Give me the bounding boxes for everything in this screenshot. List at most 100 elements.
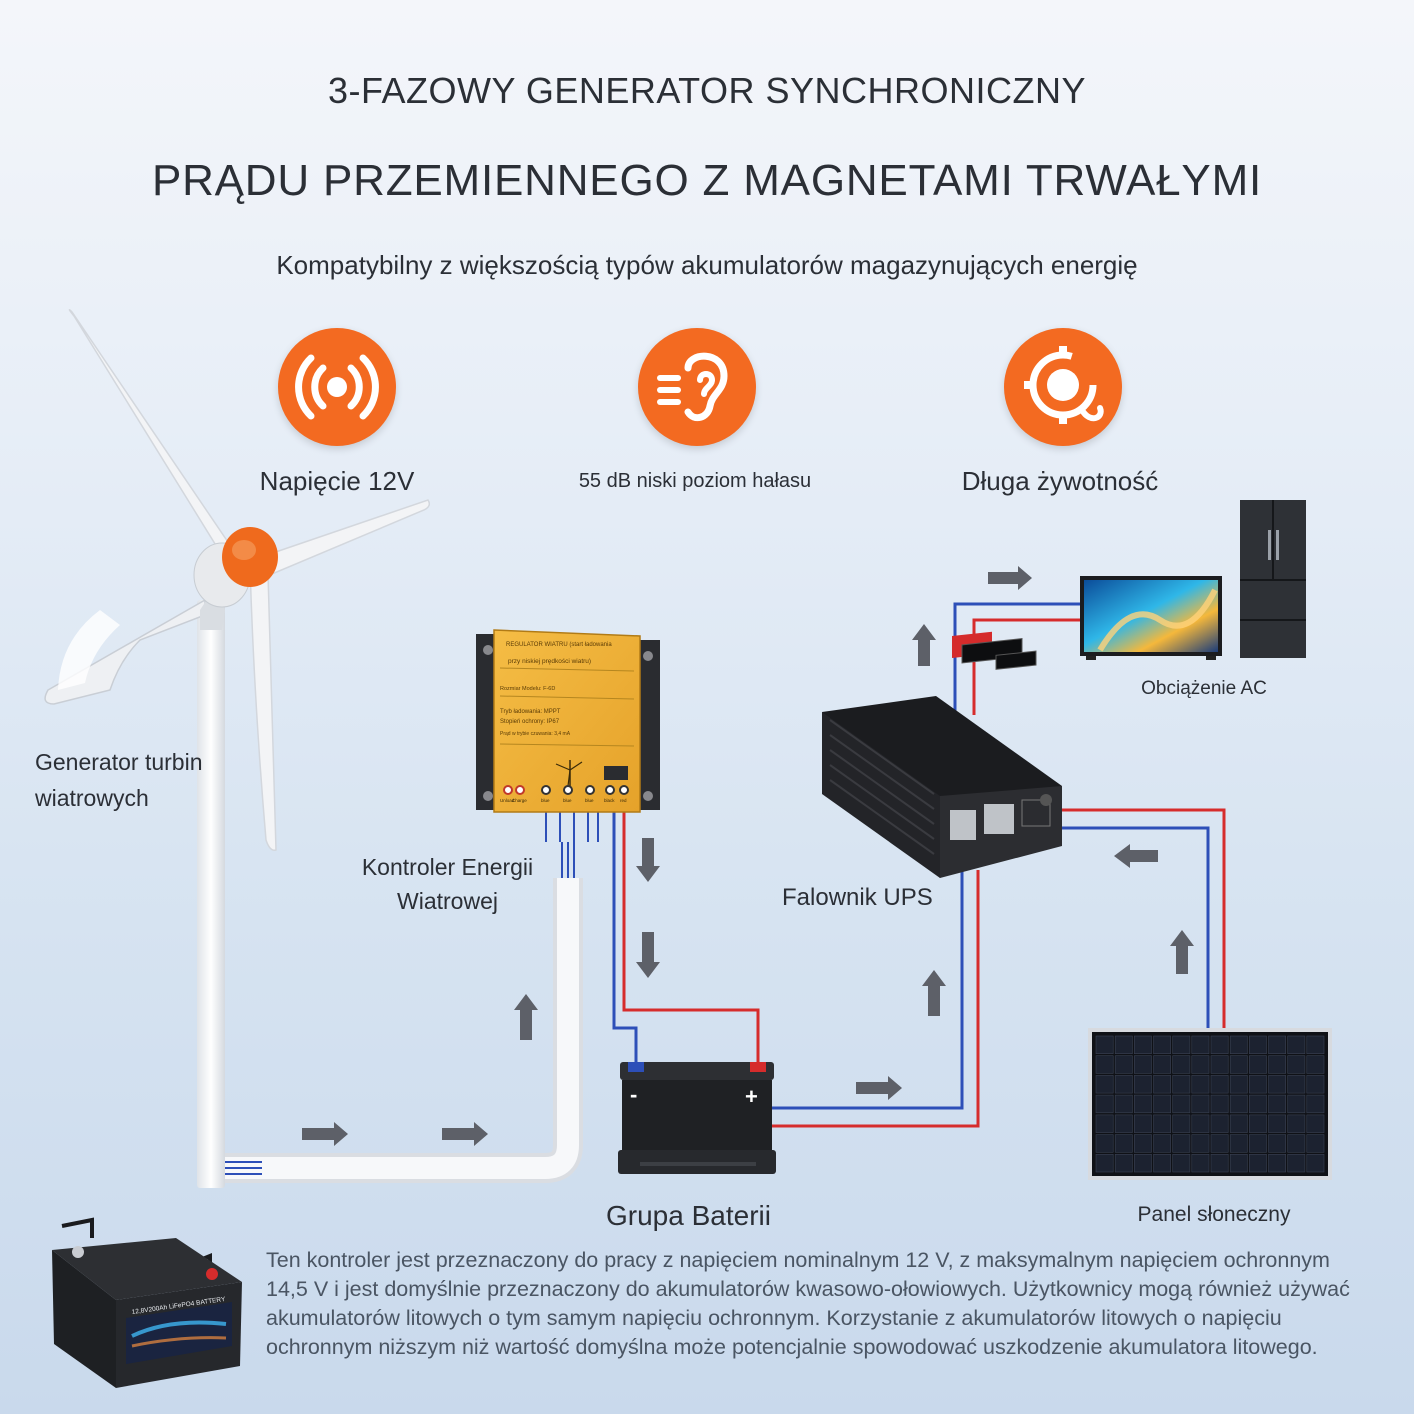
solar-cell	[1095, 1094, 1114, 1114]
solar-cell	[1210, 1035, 1229, 1055]
controller-label-line-2: Wiatrowej	[397, 888, 498, 914]
solar-cell	[1191, 1035, 1210, 1055]
solar-cell	[1172, 1035, 1191, 1055]
solar-cell	[1095, 1035, 1114, 1055]
battery-minus-mark: -	[630, 1082, 637, 1107]
sound-waves-icon	[278, 328, 396, 446]
solar-cell	[1114, 1154, 1133, 1173]
solar-cell	[1306, 1134, 1325, 1153]
solar-cell	[1095, 1114, 1114, 1133]
controller-term-blue-2: blue	[563, 798, 572, 803]
controller-text-1: REGULATOR WIATRU (start ładowania	[506, 642, 612, 648]
arrow-right-1	[302, 1122, 348, 1146]
solar-cell	[1153, 1154, 1172, 1173]
solar-cell	[1114, 1114, 1133, 1133]
solar-cells	[1095, 1035, 1325, 1173]
solar-label: Panel słoneczny	[1137, 1203, 1291, 1226]
feature-noise-label: 55 dB niski poziom hałasu	[578, 470, 812, 492]
solar-cell	[1306, 1055, 1325, 1074]
arrow-right-battery	[856, 1076, 902, 1100]
solar-cell	[1153, 1094, 1172, 1114]
arrow-down-2	[636, 932, 660, 978]
arrow-right-load	[988, 566, 1032, 590]
controller-term-blue-1: blue	[541, 798, 550, 803]
battery-inverter-wires	[772, 860, 980, 1128]
solar-cell	[1172, 1075, 1191, 1094]
solar-cell	[1306, 1075, 1325, 1094]
solar-cell	[1210, 1075, 1229, 1094]
solar-cell	[1287, 1094, 1306, 1114]
wind-controller: REGULATOR WIATRU (start ładowania przy n…	[476, 629, 660, 813]
solar-cell	[1153, 1075, 1172, 1094]
solar-cell	[1210, 1154, 1229, 1173]
solar-cell	[1191, 1154, 1210, 1173]
controller-text-4: Tryb ładowania: MPPT	[500, 709, 561, 715]
controller-text-3: Rozmiar Modelu: F-6D	[500, 686, 555, 692]
controller-label-line-1: Kontroler Energii	[361, 854, 534, 880]
controller-term-unload: Unload	[500, 798, 515, 803]
ear-icon	[638, 328, 756, 446]
solar-cell	[1287, 1035, 1306, 1055]
solar-cell	[1153, 1134, 1172, 1153]
gear-lifetime-icon	[1004, 328, 1122, 446]
controller-battery-wires	[545, 812, 760, 1064]
solar-cell	[1249, 1035, 1267, 1055]
solar-cell	[1095, 1154, 1114, 1173]
solar-cell	[1134, 1094, 1152, 1114]
ac-load-label: Obciążenie AC	[1141, 678, 1267, 699]
solar-cell	[1287, 1114, 1306, 1133]
solar-cell	[1114, 1035, 1133, 1055]
controller-term-charge: Charge	[512, 798, 527, 803]
solar-cell	[1229, 1035, 1248, 1055]
controller-term-black: black	[604, 798, 615, 803]
title-line-2: PRĄDU PRZEMIENNEGO Z MAGNETAMI TRWAŁYMI	[151, 156, 1263, 205]
battery-group: - +	[618, 1062, 776, 1174]
solar-cell	[1114, 1134, 1133, 1153]
solar-cell	[1153, 1035, 1172, 1055]
solar-cell	[1153, 1055, 1172, 1074]
solar-cell	[1153, 1114, 1172, 1133]
arrow-up-inverter	[922, 970, 946, 1016]
solar-cell	[1191, 1094, 1210, 1114]
controller-text-5: Stopień ochrony: IP67	[500, 719, 560, 725]
cable-conduit	[210, 842, 583, 1183]
inverter-load-wires	[953, 602, 1080, 715]
solar-cell	[1172, 1114, 1191, 1133]
solar-cell	[1229, 1094, 1248, 1114]
title-line-1: 3-FAZOWY GENERATOR SYNCHRONICZNY	[327, 70, 1087, 111]
solar-cell	[1268, 1094, 1287, 1114]
solar-cell	[1172, 1134, 1191, 1153]
arrow-down-1	[636, 838, 660, 882]
compatibility-note: Ten kontroler jest przeznaczony do pracy…	[266, 1248, 1350, 1359]
arrow-right-2	[442, 1122, 488, 1146]
feature-lifetime-label: Długa żywotność	[961, 466, 1159, 496]
controller-term-blue-3: blue	[585, 798, 594, 803]
solar-cell	[1249, 1154, 1267, 1173]
solar-cell	[1249, 1075, 1267, 1094]
lithium-battery: 12,8V200Ah LiFePO4 BATTERY	[52, 1217, 242, 1388]
ac-load	[1080, 500, 1306, 660]
solar-cell	[1249, 1134, 1267, 1153]
turbine-label: Generator turbin wiatrowych	[35, 744, 202, 816]
solar-cell	[1095, 1134, 1114, 1153]
solar-cell	[1249, 1055, 1267, 1074]
inverter-label: Falownik UPS	[782, 884, 933, 911]
solar-cell	[1268, 1114, 1287, 1133]
solar-inverter-wires	[1062, 808, 1226, 1028]
solar-cell	[1229, 1154, 1248, 1173]
solar-cell	[1229, 1134, 1248, 1153]
ups-inverter	[822, 631, 1062, 878]
solar-cell	[1287, 1075, 1306, 1094]
solar-cell	[1191, 1075, 1210, 1094]
solar-cell	[1191, 1134, 1210, 1153]
battery-plus-mark: +	[745, 1084, 758, 1109]
solar-cell	[1210, 1094, 1229, 1114]
solar-cell	[1095, 1075, 1114, 1094]
solar-cell	[1134, 1154, 1152, 1173]
solar-cell	[1268, 1075, 1287, 1094]
solar-cell	[1268, 1154, 1287, 1173]
arrow-up-conduit	[514, 994, 538, 1040]
subtitle: Kompatybilny z większością typów akumula…	[276, 250, 1138, 280]
solar-cell	[1191, 1055, 1210, 1074]
